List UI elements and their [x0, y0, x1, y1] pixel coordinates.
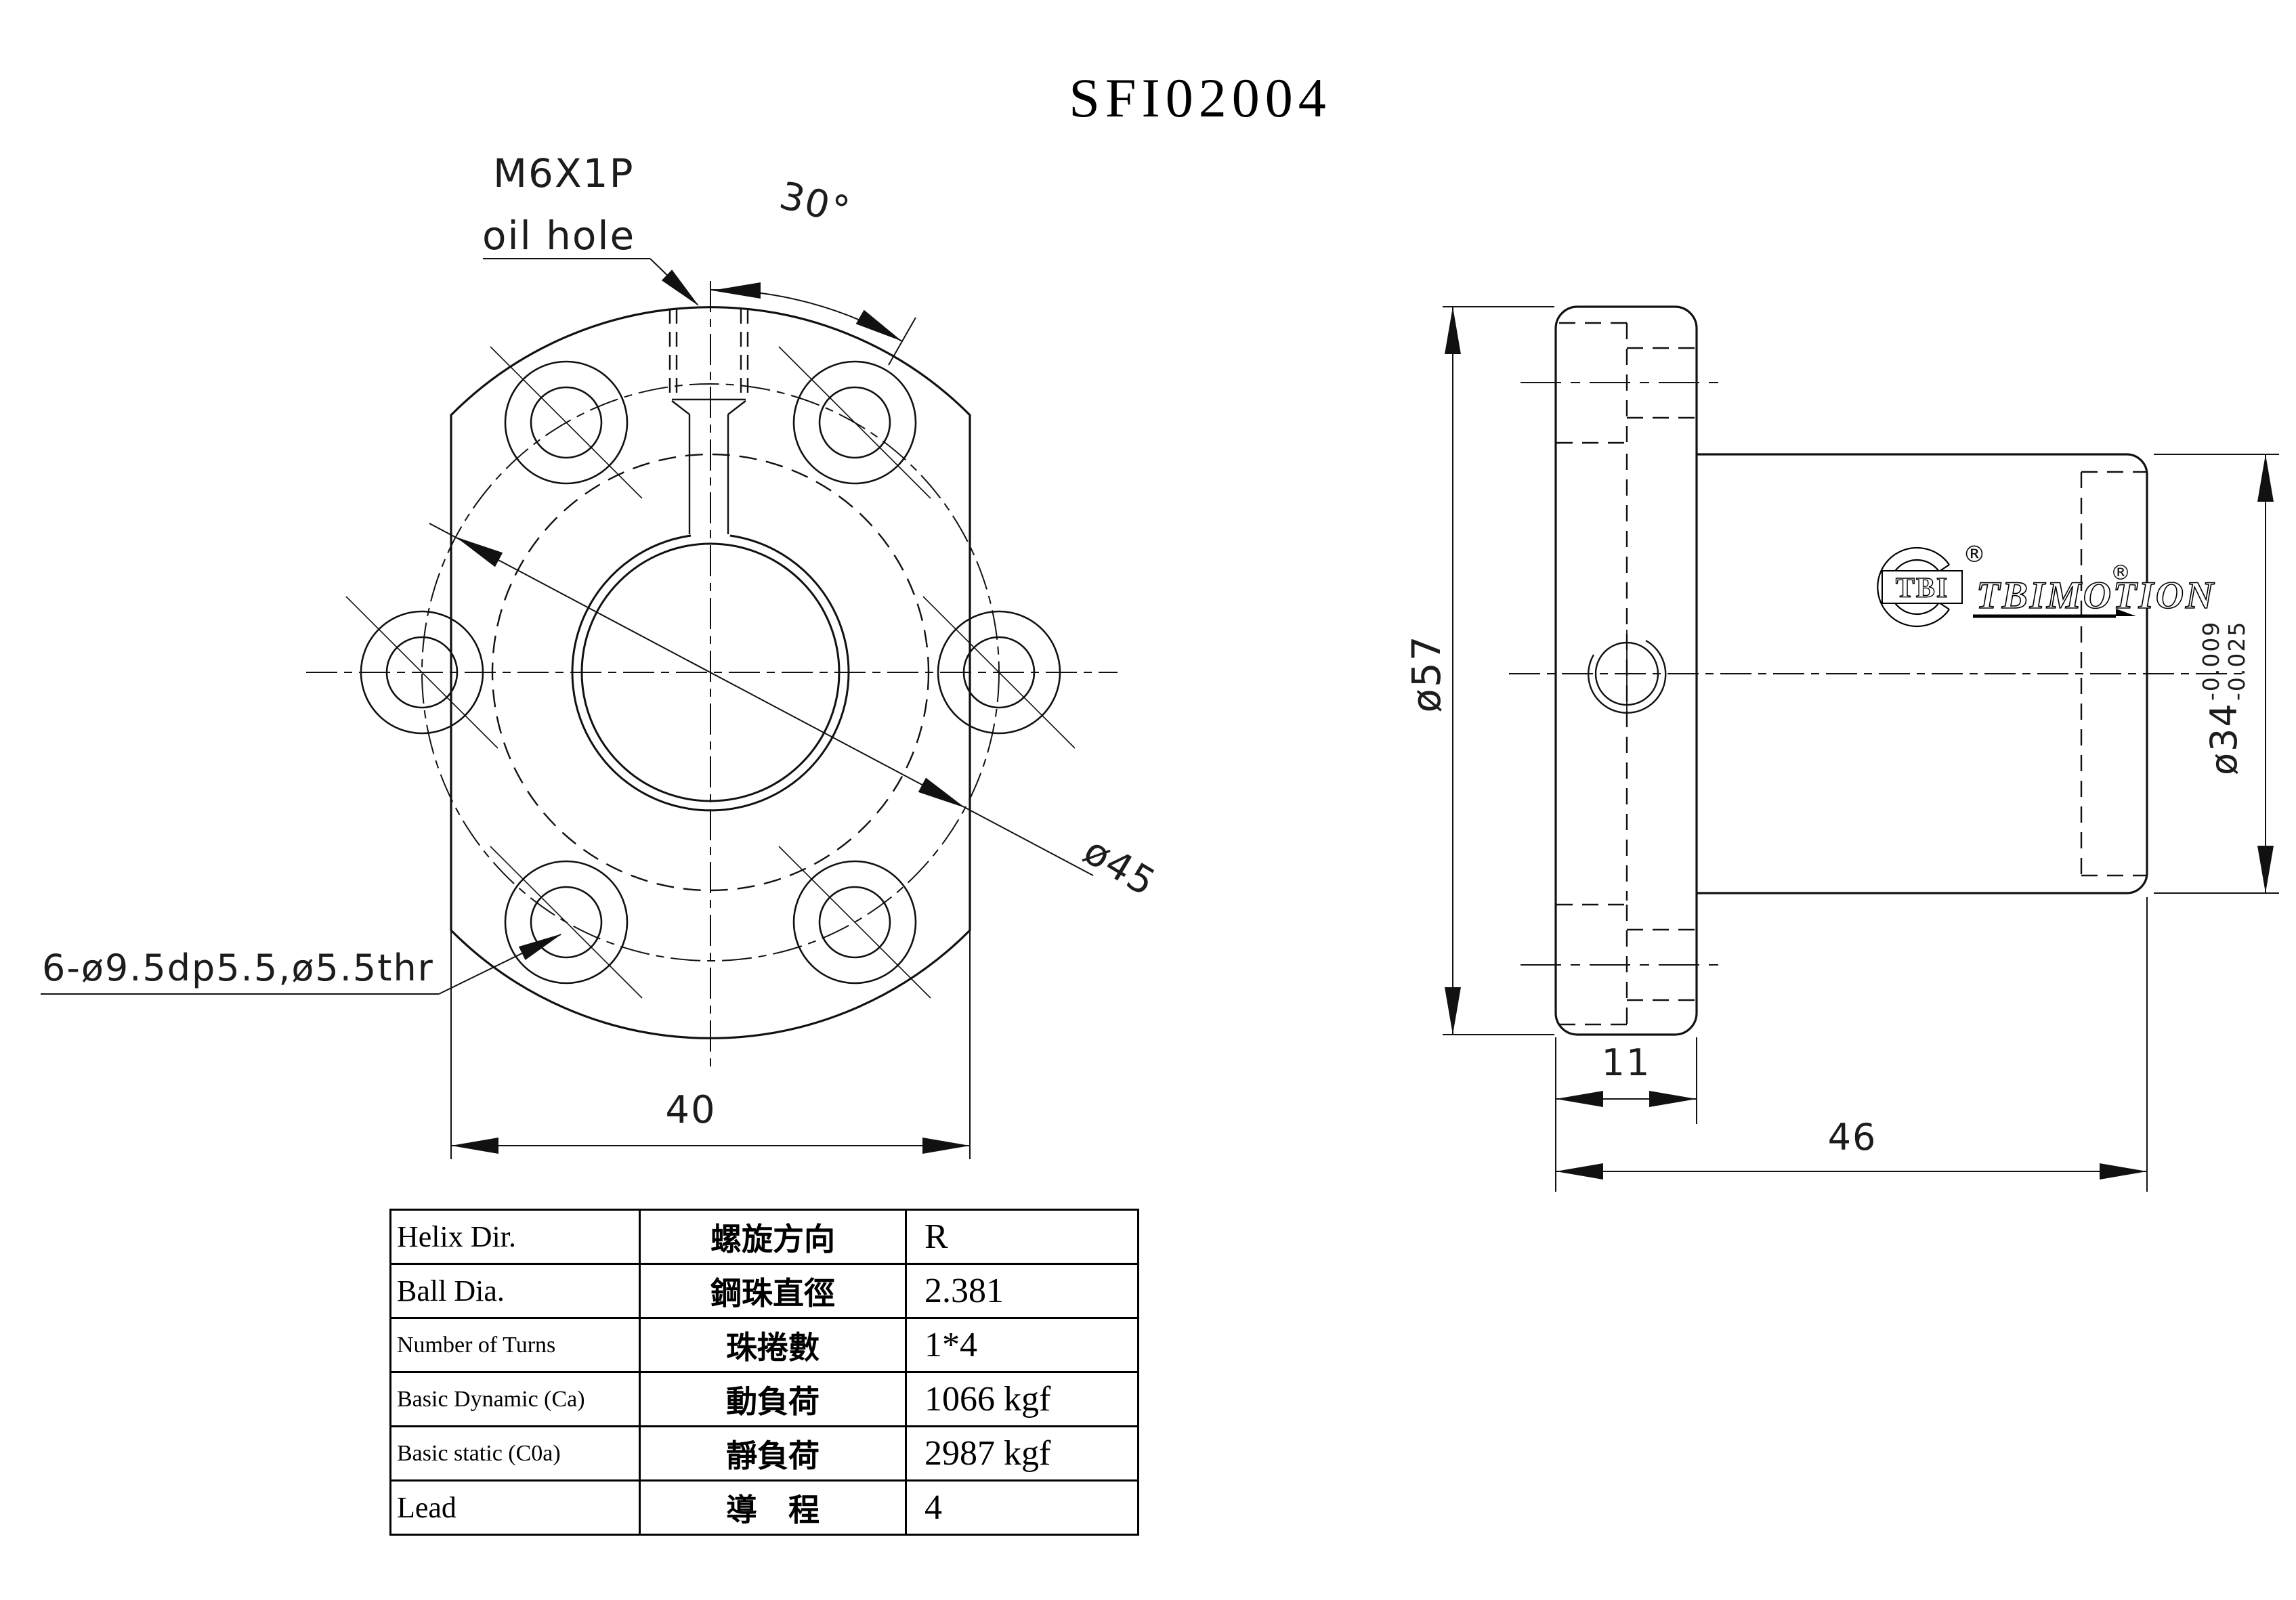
side-oil-hole [1588, 630, 1667, 718]
spec-value: 2.381 [905, 1263, 1139, 1319]
dim-11 [1555, 1037, 1697, 1192]
side-view [1443, 305, 2279, 1192]
spec-label-en: Helix Dir. [389, 1209, 641, 1265]
body-dia-label-group: ø34 -0.009 -0.025 [2198, 621, 2250, 775]
oil-hole-feature [668, 309, 749, 534]
spec-label-en: Basic static (C0a) [389, 1425, 641, 1482]
table-row: Lead 導 程 4 [389, 1479, 1139, 1536]
logo-underline-swoosh [2116, 609, 2136, 616]
bolt-hole [490, 846, 643, 999]
spec-label-zh: 螺旋方向 [639, 1209, 907, 1265]
table-row: Basic Dynamic (Ca) 動負荷 1066 kgf [389, 1371, 1139, 1427]
spec-label-zh: 動負荷 [639, 1371, 907, 1427]
logo-c-outer [1877, 546, 1950, 628]
spec-value: 2987 kgf [905, 1425, 1139, 1482]
spec-label-en: Lead [389, 1479, 641, 1536]
flange-thickness-label: 11 [1602, 1041, 1651, 1084]
overall-length-label: 46 [1828, 1116, 1877, 1159]
table-row: Basic static (C0a) 靜負荷 2987 kgf [389, 1425, 1139, 1482]
flange-dia-label: ø57 [1403, 634, 1449, 712]
page-title: SFI02004 [1069, 67, 1332, 129]
logo-tbi-text: TBI [1896, 573, 1949, 604]
oil-hole-callout [483, 258, 699, 306]
spec-value: 1*4 [905, 1317, 1139, 1373]
bolt-holes [345, 346, 1076, 999]
spec-label-zh: 導 程 [639, 1479, 907, 1536]
body-dia-label: ø34 [2203, 702, 2245, 775]
front-view [41, 258, 1118, 1159]
spec-value: 1066 kgf [905, 1371, 1139, 1427]
dim-34 [2154, 454, 2279, 894]
bolt-hole [778, 846, 931, 999]
table-row: Helix Dir. 螺旋方向 R [389, 1209, 1139, 1265]
oil-hole-label-line1: M6X1P [493, 150, 635, 196]
oil-hole-label-line2: oil hole [482, 213, 635, 259]
spec-label-zh: 靜負荷 [639, 1425, 907, 1482]
bolt-hole [778, 346, 931, 499]
flange-side-outline [1554, 305, 1698, 1036]
spec-table: Helix Dir. 螺旋方向 R Ball Dia. 鋼珠直徑 2.381 N… [389, 1209, 1139, 1536]
dim-40 [450, 930, 971, 1159]
body-dia-tol-upper: -0.009 [2198, 621, 2224, 701]
spec-value: R [905, 1209, 1139, 1265]
bcd-dim-label: ø45 [1076, 829, 1164, 905]
dim-57 [1443, 306, 1554, 1035]
dim-bcd [429, 523, 1094, 876]
spec-label-en: Ball Dia. [389, 1263, 641, 1319]
bolt-hole-axes [1521, 382, 1724, 966]
logo-brand-text: TBIMOTION [1976, 574, 2215, 617]
hidden-recess [2080, 471, 2147, 877]
bolt-hole [490, 346, 643, 499]
hidden-bolt-holes [1556, 322, 1697, 1026]
tbi-logo: TBI ® TBIMOTION ® [1877, 541, 2215, 628]
brand-registered-mark: ® [2110, 561, 2131, 585]
body-dia-tol-lower: -0.025 [2224, 621, 2250, 701]
spec-label-en: Number of Turns [389, 1317, 641, 1373]
spec-label-zh: 鋼珠直徑 [639, 1263, 907, 1319]
spec-label-en: Basic Dynamic (Ca) [389, 1371, 641, 1427]
bolt-holes-callout [41, 934, 562, 995]
flange-dia-label-group: ø57 [1403, 634, 1449, 712]
flat-width-label: 40 [665, 1088, 716, 1132]
spec-value: 4 [905, 1479, 1139, 1536]
dim-46 [1556, 897, 2148, 1192]
angle-dim-label: 30° [775, 174, 855, 234]
logo-tbi-band [1882, 570, 1963, 604]
table-row: Ball Dia. 鋼珠直徑 2.381 [389, 1263, 1139, 1319]
dim-30deg [710, 282, 916, 366]
spec-label-zh: 珠捲數 [639, 1317, 907, 1373]
logo-registered-mark: ® [1963, 541, 1986, 568]
table-row: Number of Turns 珠捲數 1*4 [389, 1317, 1139, 1373]
bolt-holes-note-label: 6-ø9.5dp5.5,ø5.5thr [42, 947, 434, 989]
front-centerlines [306, 281, 1118, 1072]
